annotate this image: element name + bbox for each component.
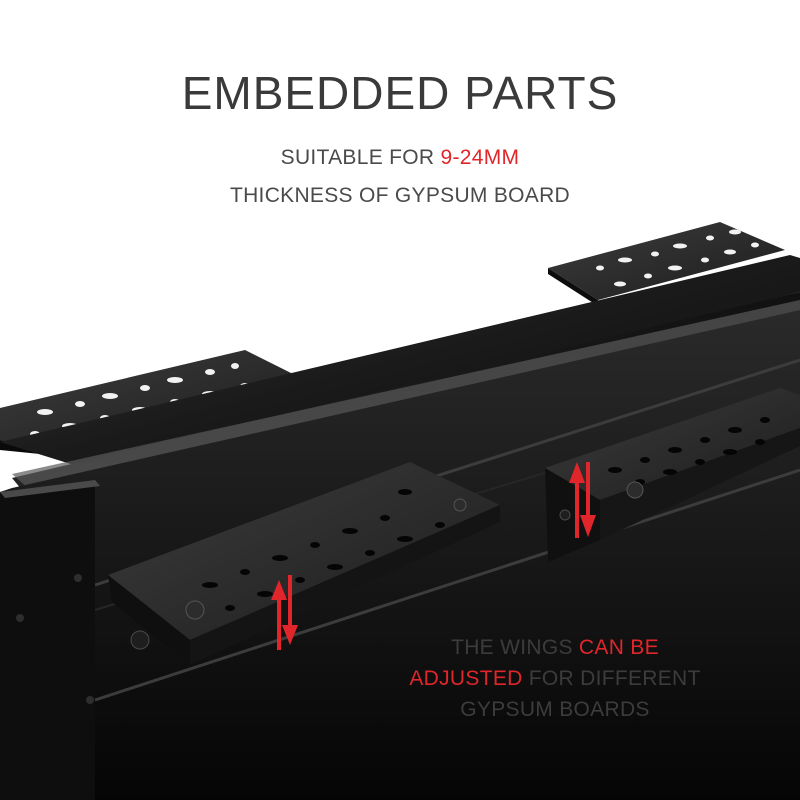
- note-line-3: GYPSUM BOARDS: [460, 698, 650, 721]
- subtitle-line-2: THICKNESS OF GYPSUM BOARD: [229, 184, 571, 207]
- note-highlight-2: ADJUSTED: [409, 667, 523, 690]
- subtitle-prefix: SUITABLE FOR: [280, 146, 441, 169]
- wing-adjust-note: THE WINGS CAN BE ADJUSTED FOR DIFFERENT …: [380, 632, 730, 725]
- note-highlight-1: CAN BE: [578, 636, 659, 659]
- note-text-2: FOR DIFFERENT: [522, 667, 701, 690]
- adjust-arrow-left-icon: [271, 575, 298, 650]
- thickness-range: 9-24MM: [440, 146, 520, 169]
- note-line-1: THE WINGS CAN BE: [380, 632, 730, 663]
- adjustable-wing-left: [108, 462, 500, 665]
- subtitle-line-1: SUITABLE FOR 9-24MM: [0, 146, 800, 170]
- note-text-1: THE WINGS: [451, 636, 579, 659]
- adjustable-wing-right: [545, 388, 800, 562]
- top-wing-right: [548, 222, 785, 306]
- note-line-2: ADJUSTED FOR DIFFERENT: [380, 663, 730, 694]
- adjust-arrow-right-icon: [569, 462, 596, 538]
- page-title: EMBEDDED PARTS: [181, 67, 619, 119]
